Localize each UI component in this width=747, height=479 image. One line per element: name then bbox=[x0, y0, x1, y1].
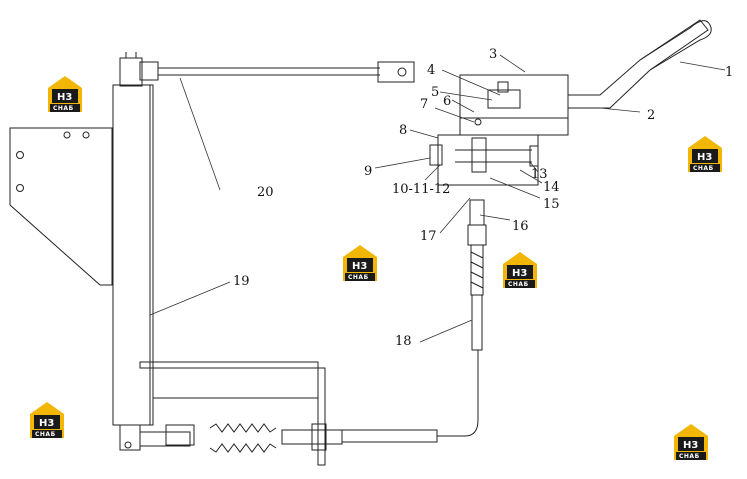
callout-4: 4 bbox=[427, 63, 435, 78]
watermark-logo: H3 СНАБ bbox=[503, 252, 537, 288]
callout-14: 14 bbox=[543, 180, 560, 195]
callout-7: 7 bbox=[420, 97, 428, 112]
svg-text:H3: H3 bbox=[57, 92, 72, 103]
callout-8: 8 bbox=[399, 123, 407, 138]
svg-text:H3: H3 bbox=[39, 418, 54, 429]
svg-text:СНАБ: СНАБ bbox=[35, 431, 56, 438]
callout-13: 13 bbox=[531, 167, 548, 182]
watermark-logo: H3 СНАБ bbox=[48, 76, 82, 112]
svg-text:СНАБ: СНАБ bbox=[693, 165, 714, 172]
svg-text:H3: H3 bbox=[697, 152, 712, 163]
svg-text:СНАБ: СНАБ bbox=[508, 281, 529, 288]
callout-1: 1 bbox=[725, 65, 733, 80]
callout-3: 3 bbox=[489, 47, 497, 62]
svg-text:СНАБ: СНАБ bbox=[679, 453, 700, 460]
callout-labels: 1 2 3 4 5 6 7 8 9 10-11-12 13 14 15 16 1… bbox=[233, 47, 733, 349]
callout-19: 19 bbox=[233, 274, 250, 289]
callout-17: 17 bbox=[420, 229, 437, 244]
svg-text:H3: H3 bbox=[512, 268, 527, 279]
svg-text:H3: H3 bbox=[683, 440, 698, 451]
svg-text:СНАБ: СНАБ bbox=[53, 105, 74, 112]
line-art bbox=[9, 19, 712, 466]
callout-18: 18 bbox=[395, 334, 412, 349]
callout-20: 20 bbox=[257, 185, 274, 200]
callout-9: 9 bbox=[364, 164, 372, 179]
watermark-logo: H3 СНАБ bbox=[688, 136, 722, 172]
svg-text:СНАБ: СНАБ bbox=[348, 274, 369, 281]
watermark-logo: H3 СНАБ bbox=[30, 402, 64, 438]
callout-6: 6 bbox=[443, 94, 451, 109]
svg-text:H3: H3 bbox=[352, 261, 367, 272]
callout-2: 2 bbox=[647, 108, 655, 123]
watermark-logo: H3 СНАБ bbox=[343, 245, 377, 281]
callout-5: 5 bbox=[431, 85, 439, 100]
leader-lines bbox=[149, 54, 726, 343]
watermark-logo: H3 СНАБ bbox=[674, 424, 708, 460]
callout-16: 16 bbox=[512, 219, 529, 234]
callout-10-11-12: 10-11-12 bbox=[392, 182, 450, 197]
callout-15: 15 bbox=[543, 197, 560, 212]
